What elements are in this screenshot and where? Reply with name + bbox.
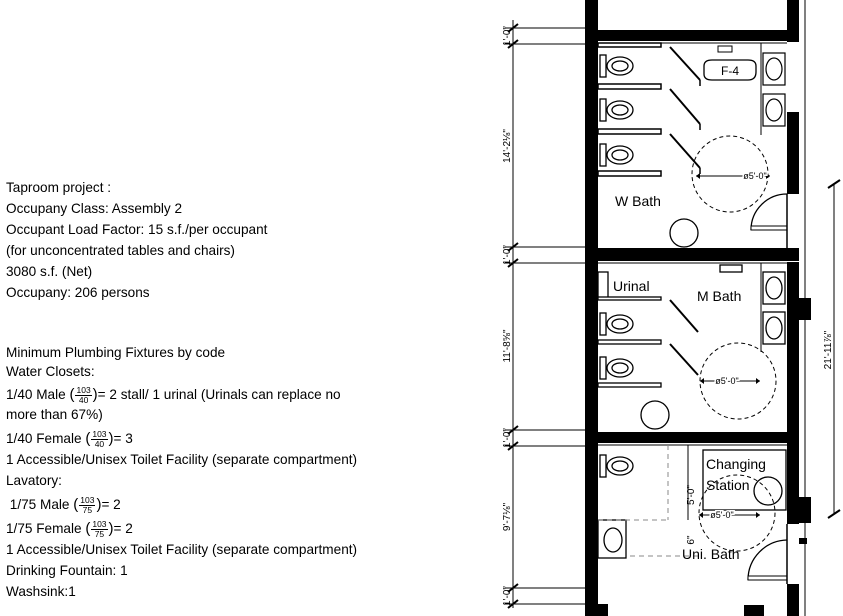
east-wall-w [787, 112, 799, 194]
note-load-factor-detail: (for unconcentrated tables and chairs) [6, 243, 235, 258]
toilet-icon [599, 454, 634, 478]
dim-right-total: 21'-11⅞" [823, 330, 834, 369]
note-water-closets: Water Closets: [6, 364, 95, 379]
north-wall [598, 30, 787, 41]
fountain-icon [719, 264, 743, 273]
uni-bath-door[interactable] [747, 524, 788, 584]
fountain-tag-label: F-4 [721, 64, 739, 78]
wall-column-3 [799, 538, 807, 544]
dim-five-ft: 5'-0" [686, 485, 697, 505]
floor-drain-icon [669, 218, 699, 248]
dim-six-in: 6" [686, 535, 697, 545]
project-notes: Taproom project : Occupany Class: Assemb… [6, 177, 368, 303]
note-occupancy: Occupany: 206 persons [6, 285, 150, 300]
toilet-icon [599, 312, 634, 336]
dim-left-7: 1'-0" [502, 586, 513, 606]
toilet-icon [599, 54, 634, 78]
note-lavatory: Lavatory: [6, 473, 62, 488]
turning-circle-label: ø5'-0" [710, 510, 733, 520]
note-washsink: Washsink:1 [6, 584, 76, 599]
dim-left-1: 1'-0" [502, 26, 513, 46]
note-project-title: Taproom project : [6, 180, 112, 195]
w-turning-circle: ø5'-0" [691, 135, 770, 213]
u-turning-circle: ø5'-0" [698, 474, 776, 552]
dim-left-2: 14'-2⅛" [502, 129, 513, 163]
south-wall-stub [598, 604, 608, 616]
w-bath-toilets [599, 54, 634, 167]
note-lav-unisex: 1 Accessible/Unisex Toilet Facility (sep… [6, 542, 358, 557]
dim-left-6: 9'-7⅛" [502, 502, 513, 531]
room-label-urinal: Urinal [613, 278, 650, 294]
right-dimension [827, 179, 841, 519]
w-bath-stall-partitions [597, 42, 701, 177]
note-load-factor: Occupant Load Factor: 15 s.f./per occupa… [6, 222, 268, 237]
w-bath-sinks [762, 52, 786, 127]
west-wall [585, 0, 598, 616]
note-area: 3080 s.f. (Net) [6, 264, 93, 279]
note-wc-unisex: 1 Accessible/Unisex Toilet Facility (sep… [6, 452, 358, 467]
east-wall-bottom [787, 584, 799, 616]
toilet-icon [599, 98, 634, 122]
toilet-icon [599, 356, 634, 380]
room-label-changing-2: Station [706, 477, 750, 493]
east-wall-m [787, 262, 799, 524]
walls [585, 0, 811, 616]
partition-wall-2 [598, 432, 799, 443]
room-label-m-bath: M Bath [697, 288, 741, 304]
room-label-w-bath: W Bath [615, 193, 661, 209]
note-drinking-fountain: Drinking Fountain: 1 [6, 563, 128, 578]
partition-wall-1 [598, 248, 799, 261]
m-bath-fixtures [597, 264, 786, 388]
floor-drain-icon [753, 476, 783, 506]
note-fixtures-title: Minimum Plumbing Fixtures by code [6, 345, 226, 360]
east-wall-top [787, 0, 799, 42]
toilet-icon [599, 143, 634, 167]
fixture-notes: Minimum Plumbing Fixtures by code Water … [6, 342, 368, 602]
fountain-tag: F-4 [703, 45, 757, 81]
turning-circle-label: ø5'-0" [743, 171, 766, 181]
uni-bath-clearance-lines [598, 445, 700, 557]
note-occupancy-class: Occupany Class: Assembly 2 [6, 201, 183, 216]
room-label-changing-1: Changing [706, 456, 766, 472]
left-dimension-string [505, 20, 585, 609]
w-bath-door[interactable] [750, 193, 788, 248]
dim-left-4: 11'-8⅝" [502, 329, 513, 363]
urinal-icon [597, 271, 609, 299]
m-turning-circle: ø5'-0" [699, 342, 777, 420]
south-wall-stub-2 [744, 605, 764, 616]
dim-left-5: 1'-0" [502, 428, 513, 448]
turning-circle-label: ø5'-0" [715, 376, 738, 386]
floor-drain-icon [640, 400, 670, 430]
dim-left-3: 1'-0" [502, 245, 513, 265]
room-label-uni-bath: Uni. Bath [682, 546, 740, 562]
changing-station-outline [702, 449, 787, 511]
